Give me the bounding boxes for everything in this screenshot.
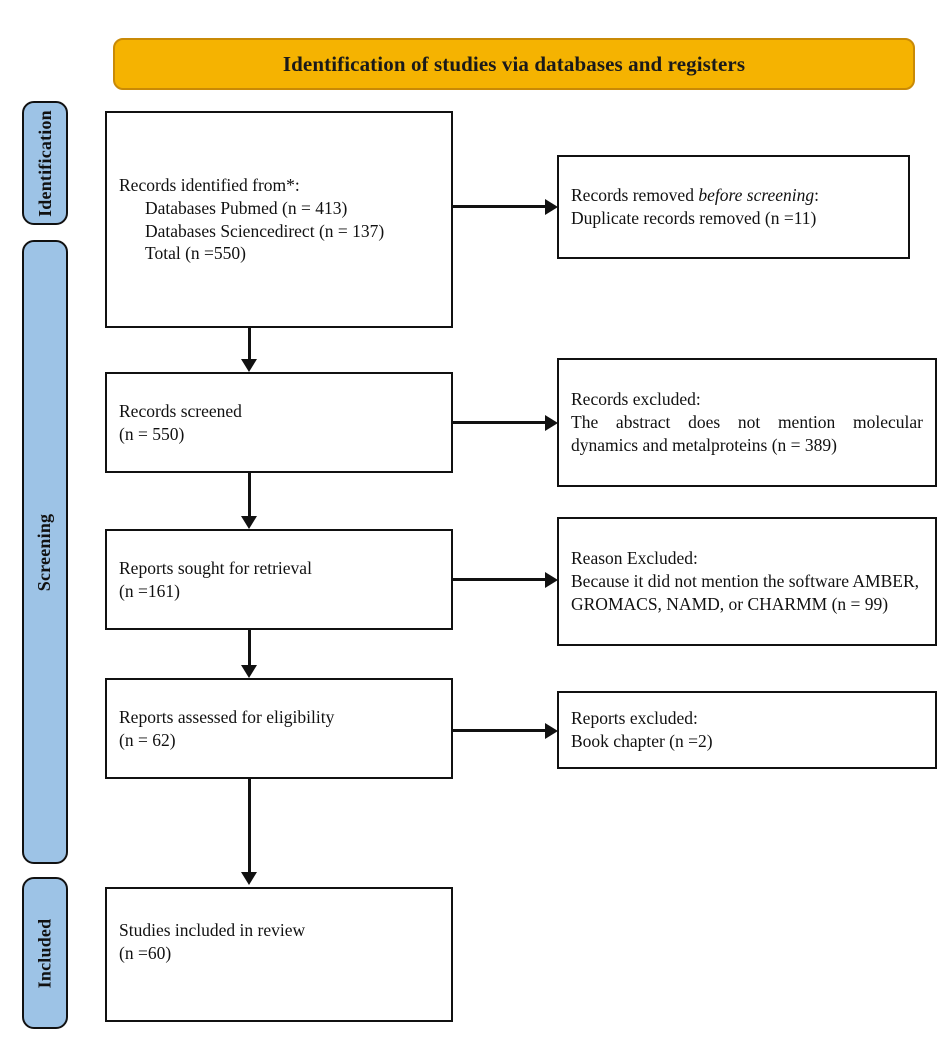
records-removed-line-1: Records removed before screening: (571, 184, 896, 207)
box-reports-sought: Reports sought for retrieval (n =161) (105, 529, 453, 630)
records-removed-prefix: Records removed (571, 185, 699, 206)
connector-sought-to-assessed (247, 630, 251, 667)
reports-excluded-line-1: Reports excluded: (571, 708, 698, 729)
connector-assessed-to-excluded-reports (453, 729, 545, 732)
records-identified-line-1: Records identified from*: (119, 175, 300, 195)
connector-screened-to-sought (247, 473, 251, 518)
records-identified-line-2: Databases Pubmed (n = 413) (145, 197, 348, 218)
connector-assessed-to-included (247, 779, 251, 874)
stage-pill-identification: Identification (22, 101, 68, 225)
box-reports-sought-text: Reports sought for retrieval (n =161) (107, 557, 451, 603)
page-title: Identification of studies via databases … (282, 51, 746, 76)
connector-sought-to-reason-excluded (453, 578, 545, 581)
stage-label-included: Included (34, 918, 55, 988)
stage-label-screening: Screening (34, 513, 55, 591)
box-records-excluded-text: Records excluded: The abstract does not … (559, 388, 935, 456)
records-removed-line-2: Duplicate records removed (n =11) (571, 208, 817, 228)
connector-identified-to-removed (453, 205, 545, 208)
box-reports-assessed: Reports assessed for eligibility (n = 62… (105, 678, 453, 779)
arrowhead-assessed-to-excluded-reports (545, 722, 558, 739)
stage-pill-screening: Screening (22, 240, 68, 864)
connector-screened-to-excluded-records (453, 421, 545, 424)
arrowhead-screened-to-excluded-records (545, 414, 558, 431)
box-records-identified-text: Records identified from*: Databases Pubm… (107, 174, 451, 265)
box-studies-included: Studies included in review (n =60) (105, 887, 453, 1022)
studies-included-line-1: Studies included in review (119, 919, 306, 940)
reports-assessed-line-1: Reports assessed for eligibility (119, 706, 335, 727)
box-reports-excluded: Reports excluded: Book chapter (n =2) (557, 691, 937, 769)
records-excluded-line-1: Records excluded: (571, 389, 701, 410)
arrowhead-sought-to-reason-excluded (545, 571, 558, 588)
connector-identified-to-screened (247, 328, 251, 361)
arrowhead-identified-to-screened (241, 359, 257, 372)
box-reason-excluded-text: Reason Excluded: Because it did not ment… (559, 547, 935, 615)
box-records-identified: Records identified from*: Databases Pubm… (105, 111, 453, 328)
arrowhead-screened-to-sought (241, 516, 257, 529)
arrowhead-identified-to-removed (545, 198, 558, 215)
records-identified-line-4: Total (n =550) (145, 243, 246, 264)
box-records-removed-text: Records removed before screening: Duplic… (559, 184, 908, 230)
records-screened-line-2: (n = 550) (119, 423, 185, 444)
stage-pill-included: Included (22, 877, 68, 1029)
studies-included-line-2: (n =60) (119, 942, 172, 963)
box-studies-included-text: Studies included in review (n =60) (107, 919, 451, 965)
records-removed-italic: before screening (698, 185, 815, 206)
box-reports-assessed-text: Reports assessed for eligibility (n = 62… (107, 706, 451, 752)
reports-excluded-line-2: Book chapter (n =2) (571, 731, 713, 751)
arrowhead-sought-to-assessed (241, 665, 257, 678)
diagram-header-banner: Identification of studies via databases … (113, 38, 915, 90)
reports-sought-line-1: Reports sought for retrieval (119, 557, 312, 578)
box-records-screened-text: Records screened (n = 550) (107, 400, 451, 446)
box-reports-excluded-text: Reports excluded: Book chapter (n =2) (559, 707, 935, 753)
arrowhead-assessed-to-included (241, 872, 257, 885)
box-records-excluded: Records excluded: The abstract does not … (557, 358, 937, 487)
reports-assessed-line-2: (n = 62) (119, 729, 176, 750)
stage-label-identification: Identification (34, 109, 55, 217)
reports-sought-line-2: (n =161) (119, 580, 180, 601)
box-records-removed: Records removed before screening: Duplic… (557, 155, 910, 259)
reason-excluded-line-2: Because it did not mention the software … (571, 571, 920, 614)
records-identified-line-3: Databases Sciencedirect (n = 137) (145, 220, 385, 241)
box-reason-excluded: Reason Excluded: Because it did not ment… (557, 517, 937, 646)
records-removed-suffix: : (814, 185, 820, 206)
records-screened-line-1: Records screened (119, 400, 242, 421)
box-records-screened: Records screened (n = 550) (105, 372, 453, 473)
reason-excluded-line-1: Reason Excluded: (571, 548, 698, 569)
records-excluded-line-2: The abstract does not mention molecular … (571, 412, 923, 455)
